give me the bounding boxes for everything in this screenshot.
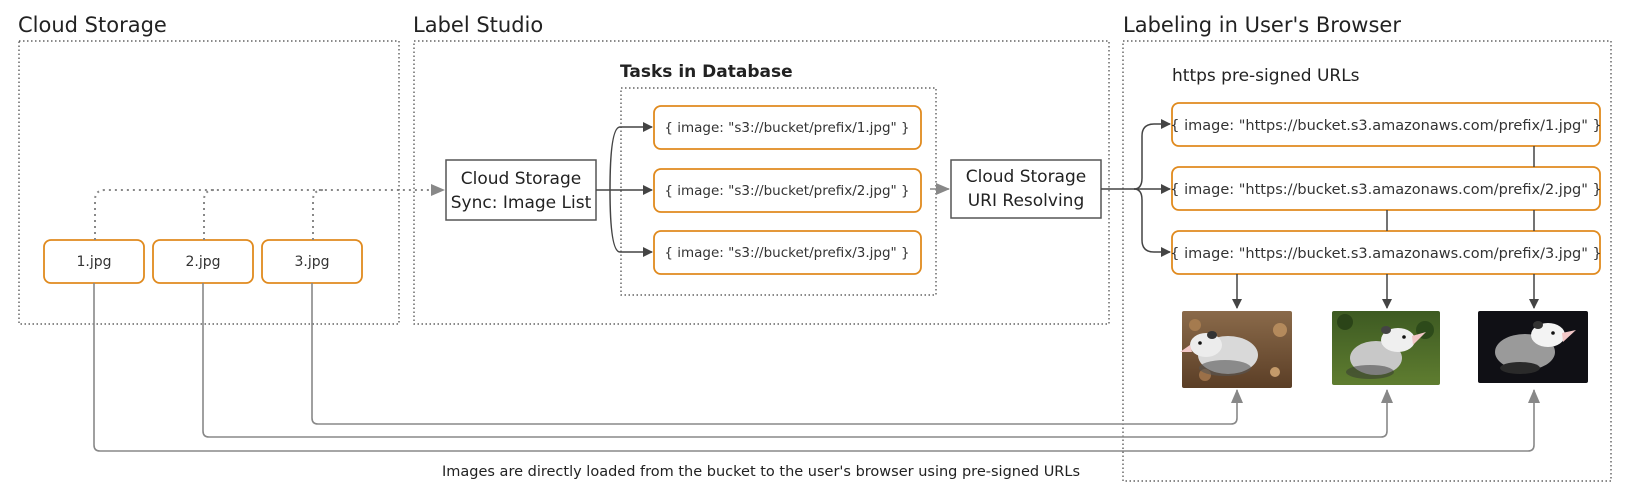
sync-box-line1: Cloud Storage: [461, 169, 581, 189]
url-text-3: { image: "https://bucket.s3.amazonaws.co…: [1170, 246, 1601, 262]
uri-resolving-box: [950, 159, 1102, 219]
direct-load-connector-2: [202, 283, 1393, 438]
sync-connector-3: [312, 189, 324, 240]
diagram-caption: Images are directly loaded from the buck…: [442, 464, 1080, 480]
task-text-1: { image: "s3://bucket/prefix/1.jpg" }: [664, 120, 909, 136]
direct-load-connector-1: [93, 283, 1540, 452]
opossum-photo-3: [1478, 311, 1588, 383]
tasks-db-title: Tasks in Database: [620, 62, 793, 82]
browser-title: Labeling in User's Browser: [1123, 13, 1401, 37]
file-label-2: 2.jpg: [185, 254, 220, 270]
sync-to-task-3-arrow: [609, 189, 653, 257]
url-text-2: { image: "https://bucket.s3.amazonaws.co…: [1170, 182, 1601, 198]
direct-load-connector-3: [311, 283, 1243, 425]
url-text-1: { image: "https://bucket.s3.amazonaws.co…: [1170, 118, 1601, 134]
browser-region: [1122, 40, 1612, 482]
presigned-title: https pre-signed URLs: [1172, 66, 1360, 86]
url-box-3: [1171, 230, 1601, 275]
sync-box-line2: Sync: Image List: [451, 193, 592, 213]
task-text-2: { image: "s3://bucket/prefix/2.jpg" }: [664, 183, 909, 199]
label-studio-region: [413, 40, 1110, 325]
resolve-to-url-1-arrow: [1133, 119, 1171, 190]
cloud-storage-title: Cloud Storage: [18, 13, 167, 37]
task-box-1: [653, 105, 922, 150]
tasks-db-region: [620, 87, 937, 296]
file-label-3: 3.jpg: [294, 254, 329, 270]
task-text-3: { image: "s3://bucket/prefix/3.jpg" }: [664, 245, 909, 261]
sync-connector-2: [203, 189, 215, 240]
resolve-to-url-3-arrow: [1133, 188, 1171, 257]
resolve-box-line1: Cloud Storage: [966, 167, 1086, 187]
task-box-2: [653, 168, 922, 213]
label-studio-title: Label Studio: [413, 13, 543, 37]
url-box-1: [1171, 102, 1601, 147]
task-box-3: [653, 230, 922, 275]
opossum-photo-2: [1332, 311, 1440, 385]
file-label-1: 1.jpg: [76, 254, 111, 270]
resolve-box-line2: URI Resolving: [968, 191, 1085, 211]
url-box-2: [1171, 166, 1601, 211]
opossum-photo-1: [1180, 311, 1292, 388]
sync-to-task-1-arrow: [609, 122, 653, 191]
sync-image-list-box: [445, 159, 597, 221]
sync-connector-1: [94, 184, 445, 240]
cloud-storage-region: [18, 40, 400, 325]
